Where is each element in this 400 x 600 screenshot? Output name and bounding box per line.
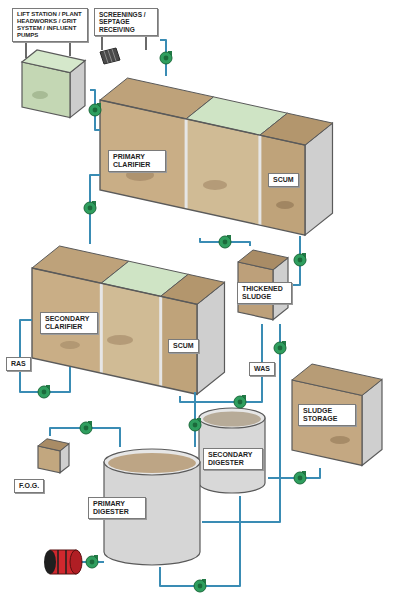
scum-chamber: SCUM [258, 110, 334, 236]
pump-symbol [294, 471, 306, 484]
sludge-blotch [107, 335, 133, 345]
lift-station-tank: LIFT STATION / PLANT HEADWORKS / GRIT SY… [10, 6, 90, 119]
digester-tank: PRIMARY DIGESTER [86, 447, 202, 567]
pump-symbol [219, 235, 231, 248]
pump-symbol [294, 253, 306, 266]
blower-end [44, 550, 56, 574]
clarifier-tank: SCUM PRIMARY CLARIFIER [100, 76, 336, 238]
tank-sign: SCREENINGS / SEPTAGE RECEIVING [94, 8, 158, 36]
screenings-unit: SCREENINGS / SEPTAGE RECEIVING [92, 6, 160, 66]
screen-bar [112, 49, 116, 61]
tank-sign: F.O.G. [14, 479, 44, 493]
tank-sign: SCUM [168, 339, 199, 353]
sign-holder: SCUM [268, 168, 299, 187]
tank-sign: SECONDARY CLARIFIER [40, 312, 98, 334]
digester-contents [108, 453, 196, 473]
tank-surface [292, 364, 382, 395]
sign-holder: PRIMARY DIGESTER [88, 497, 146, 519]
scum-chamber: SCUM [162, 276, 225, 392]
pump-symbol [234, 395, 246, 408]
clarifier-tank: SCUM SECONDARY CLARIFIER [30, 244, 226, 396]
sludge-blotch [203, 180, 227, 190]
digester-rim [199, 408, 265, 428]
digester-wall [199, 418, 265, 493]
blower-end [70, 550, 82, 574]
tank-divider-wall [258, 135, 261, 225]
pump-symbol [84, 201, 96, 214]
tank-divider-wall [100, 283, 103, 373]
tank-sign: LIFT STATION / PLANT HEADWORKS / GRIT SY… [12, 8, 88, 42]
pump-symbol [86, 555, 98, 568]
tank-outline [32, 268, 197, 394]
tank-sign: THICKENED SLUDGE [237, 282, 292, 304]
tank-surface [161, 274, 225, 304]
tank-outline [100, 100, 305, 235]
digester-tank: SECONDARY DIGESTER [200, 406, 268, 496]
sludge-blotch [32, 91, 48, 99]
pipe-connector [90, 90, 100, 130]
pipe-tag: RAS [6, 357, 31, 371]
pump-symbol [160, 51, 172, 64]
screen-icon [100, 48, 120, 64]
tank-surface [38, 439, 69, 451]
tank-sign: SECONDARY DIGESTER [203, 448, 263, 470]
tank-divider-wall [159, 296, 162, 386]
tank-cutaway [186, 119, 260, 225]
tank-sign: PRIMARY DIGESTER [88, 497, 146, 519]
pipe-tag: WAS [249, 362, 275, 376]
storage-tank: SLUDGE STORAGE [288, 360, 386, 468]
digester-contents [203, 412, 261, 427]
pipe-connector [160, 496, 240, 586]
label-holder: RAS [6, 352, 31, 371]
sign-holder: SLUDGE STORAGE [298, 404, 356, 426]
sludge-blotch [330, 436, 350, 444]
sign-holder: LIFT STATION / PLANT HEADWORKS / GRIT SY… [12, 8, 88, 42]
digester-rim [104, 449, 200, 475]
tank-sign: SCUM [268, 173, 299, 187]
fog-tank: F.O.G. [12, 436, 72, 495]
tank-cutaway [32, 268, 101, 373]
sign-holder: SCUM [168, 334, 199, 353]
pump-symbol [274, 341, 286, 354]
tank-sign: PRIMARY CLARIFIER [108, 150, 166, 172]
pump-symbol [38, 385, 50, 398]
pump-symbol [194, 579, 206, 592]
tank-divider-wall [185, 119, 188, 209]
sign-holder: THICKENED SLUDGE [237, 282, 292, 304]
sign-holder: SECONDARY CLARIFIER [40, 312, 98, 334]
tank-sign: SLUDGE STORAGE [298, 404, 356, 426]
sign-holder: SCREENINGS / SEPTAGE RECEIVING [94, 8, 158, 36]
tank-cutaway [260, 135, 305, 235]
pump-symbol [80, 421, 92, 434]
tank-surface [260, 113, 333, 145]
sign-holder: PRIMARY CLARIFIER [108, 150, 166, 172]
pump-symbol [89, 103, 101, 116]
tank-water-surface [22, 50, 85, 73]
sign-holder: SECONDARY DIGESTER [203, 448, 263, 470]
tank-surface [238, 250, 288, 270]
screen-bar [108, 50, 112, 62]
tank-cutaway [101, 283, 160, 386]
edge-label-holder: WAS [249, 357, 275, 376]
pipe-connector [202, 324, 280, 522]
sign-holder: F.O.G. [14, 474, 44, 493]
blower-band [65, 550, 67, 574]
sludge-blotch [60, 341, 80, 349]
thickener-tank: THICKENED SLUDGE [234, 246, 292, 324]
blower-band [57, 550, 59, 574]
sludge-blotch [276, 201, 294, 209]
screen-bar [104, 51, 108, 63]
pump-symbol [189, 418, 201, 431]
